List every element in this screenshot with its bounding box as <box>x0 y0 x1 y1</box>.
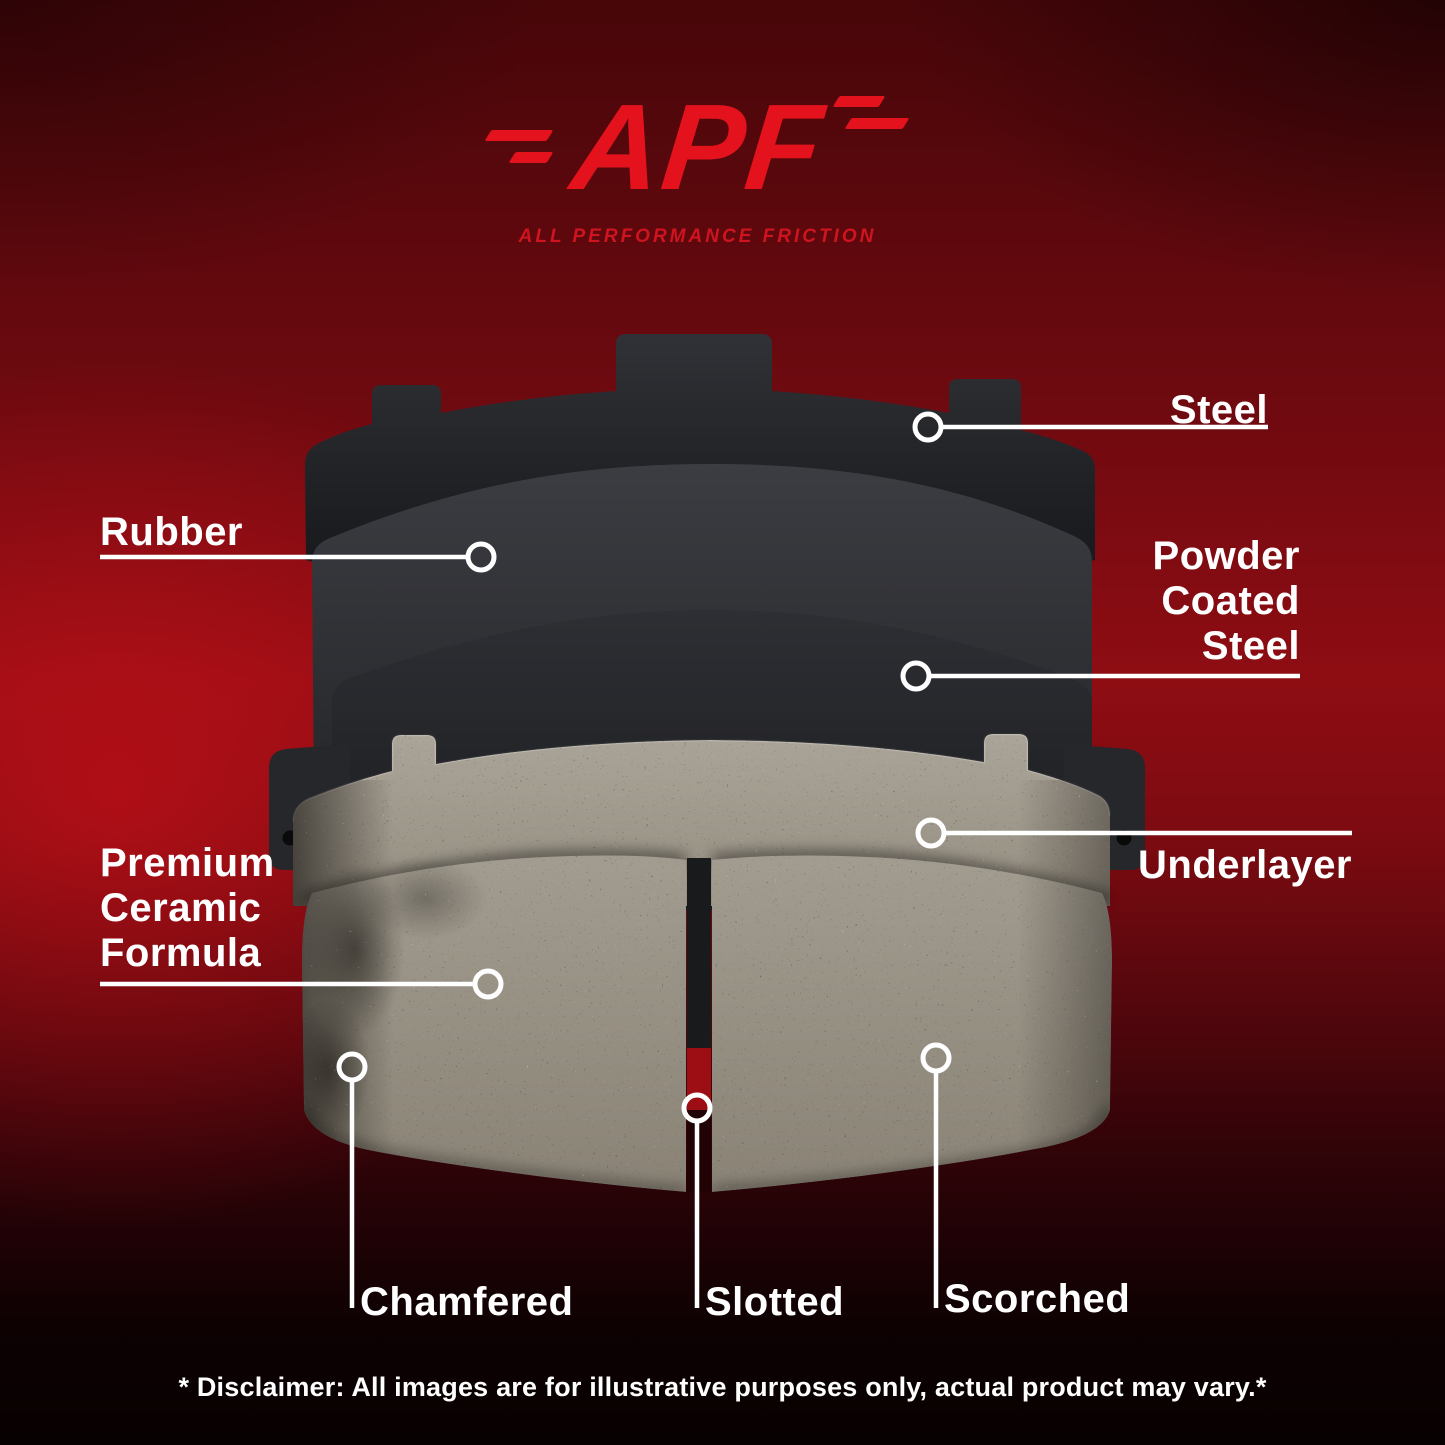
disclaimer-text: * Disclaimer: All images are for illustr… <box>178 1372 1267 1402</box>
chamfered-marker <box>336 1051 368 1083</box>
logo-speed-dash-icon <box>484 130 553 141</box>
powder-coated-steel-marker <box>900 660 932 692</box>
underlayer-marker <box>915 817 947 849</box>
callout-label-slotted: Slotted <box>705 1280 845 1324</box>
rubber-marker <box>465 541 497 573</box>
logo-speed-dash-icon <box>508 152 553 163</box>
callout-label-rubber: Rubber <box>100 510 243 554</box>
callout-label-scorched: Scorched <box>944 1277 1131 1321</box>
logo-speed-dash-icon <box>832 96 885 107</box>
pad-right <box>712 855 1112 1192</box>
steel-marker <box>912 411 944 443</box>
slot <box>687 858 711 1192</box>
callout-label-chamfered: Chamfered <box>360 1280 574 1324</box>
scorched-marker <box>920 1042 952 1074</box>
ceramic-material <box>291 732 1114 1192</box>
brand-logo-text: APF <box>565 79 830 215</box>
callout-label-underlayer: Underlayer <box>1138 843 1352 887</box>
underlayer-top-highlight <box>291 732 1112 823</box>
brand-logo: APF ALL PERFORMANCE FRICTION <box>0 79 1420 248</box>
callout-label-steel: Steel <box>1169 388 1268 432</box>
callout-label-powder-coated-steel: Powder Coated Steel <box>1152 534 1300 668</box>
callout-leaders <box>100 411 1352 1308</box>
logo-speed-dash-icon <box>844 118 909 129</box>
brand-tagline: ALL PERFORMANCE FRICTION <box>518 226 877 247</box>
slotted-marker <box>681 1092 713 1124</box>
premium-ceramic-marker <box>472 968 504 1000</box>
callout-label-premium-ceramic-formula: Premium Ceramic Formula <box>100 841 275 975</box>
